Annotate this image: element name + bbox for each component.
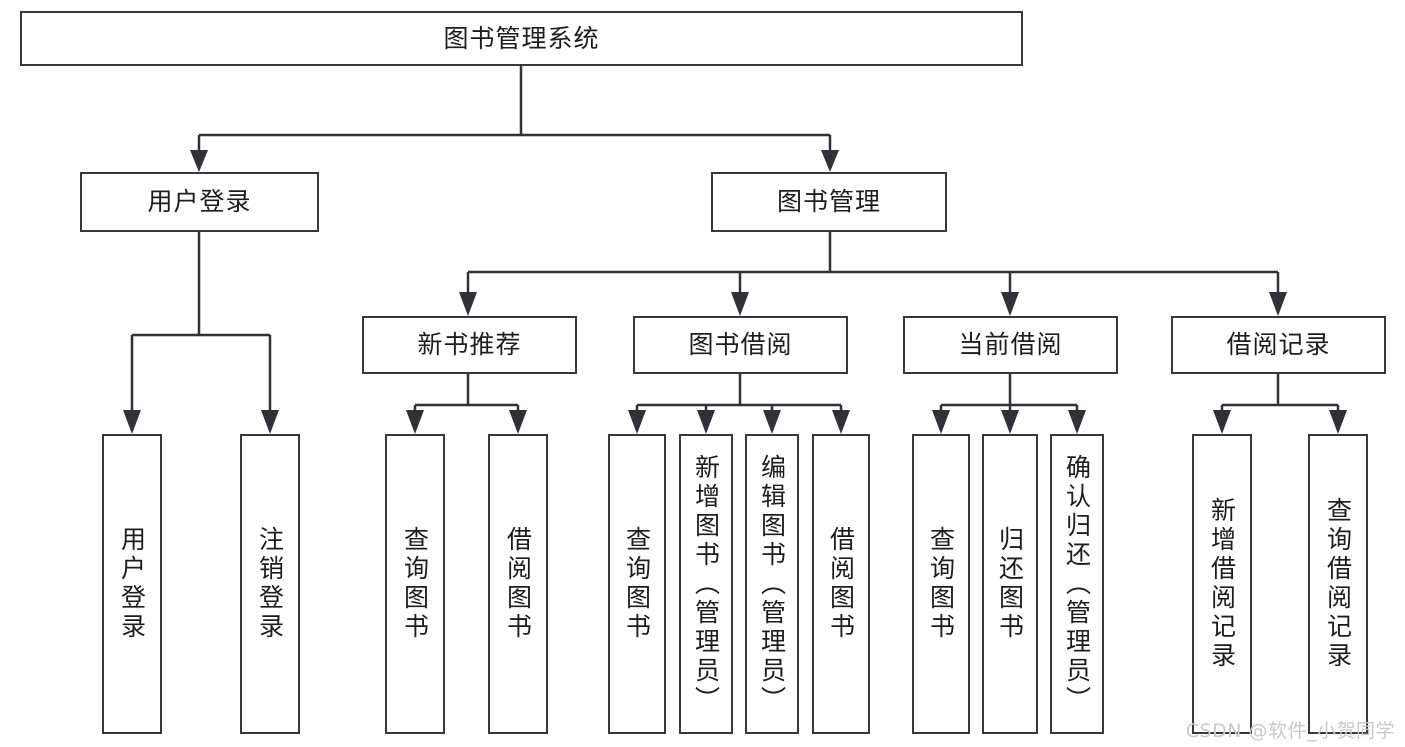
node-label: 查询图书 [400,526,430,642]
arrow-user-leaf-2 [261,410,279,434]
node-label: 用户登录 [117,526,147,642]
arrow-borrow-leaf-2 [697,410,715,434]
arrow-newbook-leaf-2 [509,410,527,434]
leaf-borrow-query-book[interactable]: 查询图书 [608,434,666,734]
node-label: 当前借阅 [958,330,1063,360]
arrow-to-borrow-record [1269,292,1287,316]
node-label: 查询借阅记录 [1323,497,1353,671]
arrow-user-leaf-1 [123,410,141,434]
csdn-watermark: CSDN @软件_小贺同学 [1185,720,1395,742]
leaf-borrow-edit-book-admin[interactable]: 编辑图书（管理员） [745,434,799,734]
node-new-book-recommend[interactable]: 新书推荐 [362,316,577,374]
arrow-current-leaf-2 [1001,410,1019,434]
leaf-borrow-add-book-admin[interactable]: 新增图书（管理员） [679,434,733,734]
node-label: 新增借阅记录 [1207,497,1237,671]
node-label: 图书借阅 [688,330,793,360]
leaf-record-query-record[interactable]: 查询借阅记录 [1308,434,1368,734]
arrow-to-new-book [459,292,477,316]
node-label: 编辑图书（管理员） [757,453,787,715]
node-label: 新增图书（管理员） [691,453,721,715]
arrow-current-leaf-1 [932,410,950,434]
node-label: 注销登录 [255,526,285,642]
node-label: 查询图书 [926,526,956,642]
node-label: 借阅图书 [503,526,533,642]
node-label: 借阅图书 [826,526,856,642]
leaf-current-query-book[interactable]: 查询图书 [912,434,970,734]
leaf-borrow-borrow-book[interactable]: 借阅图书 [812,434,870,734]
arrow-newbook-leaf-1 [406,410,424,434]
leaf-current-return-book[interactable]: 归还图书 [982,434,1038,734]
node-book-borrowing[interactable]: 图书借阅 [633,316,848,374]
node-book-management[interactable]: 图书管理 [711,172,947,232]
arrow-record-leaf-2 [1329,410,1347,434]
node-current-borrowing[interactable]: 当前借阅 [903,316,1118,374]
node-borrow-records[interactable]: 借阅记录 [1171,316,1386,374]
arrow-to-book-manage [821,150,839,172]
node-label: 用户登录 [147,187,252,217]
node-label: 图书管理 [776,187,881,217]
arrow-to-user-login [190,150,208,172]
node-label: 借阅记录 [1226,330,1331,360]
node-label: 图书管理系统 [443,23,600,53]
leaf-current-confirm-return-admin[interactable]: 确认归还（管理员） [1050,434,1104,734]
arrow-current-leaf-3 [1068,410,1086,434]
leaf-user-login[interactable]: 用户登录 [102,434,162,734]
arrow-to-book-borrow [731,292,749,316]
arrow-borrow-leaf-1 [628,410,646,434]
leaf-newbook-borrow-book[interactable]: 借阅图书 [488,434,548,734]
leaf-logout-login[interactable]: 注销登录 [240,434,300,734]
leaf-newbook-query-book[interactable]: 查询图书 [385,434,445,734]
node-root-system[interactable]: 图书管理系统 [20,11,1023,66]
node-label: 确认归还（管理员） [1062,453,1092,715]
arrow-borrow-leaf-4 [832,410,850,434]
arrow-record-leaf-1 [1213,410,1231,434]
arrow-to-current-borrow [1001,292,1019,316]
leaf-record-add-record[interactable]: 新增借阅记录 [1192,434,1252,734]
node-label: 查询图书 [622,526,652,642]
arrow-borrow-leaf-3 [763,410,781,434]
node-label: 新书推荐 [417,330,522,360]
node-user-login[interactable]: 用户登录 [80,172,319,232]
node-label: 归还图书 [995,526,1025,642]
